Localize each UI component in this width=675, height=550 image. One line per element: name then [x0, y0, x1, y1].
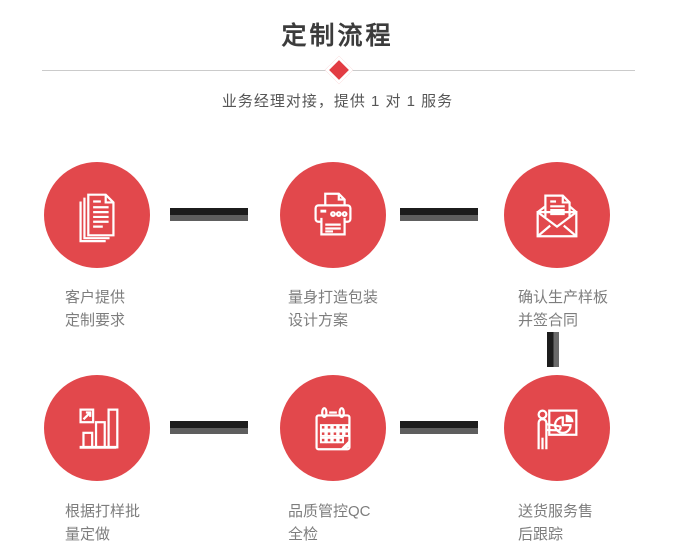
step-label-5-line2: 全检 [288, 526, 319, 543]
paper-stack-icon [79, 193, 115, 243]
step-circle-5 [280, 375, 386, 481]
step-circle-1 [44, 162, 150, 268]
connector-step2-step3 [400, 208, 478, 221]
step-label-3: 确认生产样板 并签合同 [518, 286, 675, 332]
step-circle-4 [44, 375, 150, 481]
page-title: 定制流程 [281, 22, 394, 50]
bar-chart-icon [79, 408, 119, 449]
envelope-letter-icon [536, 194, 578, 238]
step-label-2-line1: 量身打造包装 [288, 289, 379, 306]
step-label-6-line1: 送货服务售 [518, 503, 594, 520]
step-label-6-line2: 后跟踪 [518, 526, 564, 543]
step-label-3-line2: 并签合同 [518, 312, 579, 329]
connector-step4-step5 [170, 421, 248, 434]
page-subtitle: 业务经理对接，提供 1 对 1 服务 [221, 93, 454, 110]
step-label-5: 品质管控QC 全检 [288, 500, 458, 546]
step-circle-2 [280, 162, 386, 268]
step-label-6: 送货服务售 后跟踪 [518, 500, 675, 546]
step-label-1: 客户提供 定制要求 [65, 286, 235, 332]
step-label-5-line1: 品质管控QC [288, 503, 371, 520]
step-circle-6 [504, 375, 610, 481]
connector-step1-step2 [170, 208, 248, 221]
step-label-2: 量身打造包装 设计方案 [288, 286, 458, 332]
step-circle-3 [504, 162, 610, 268]
connector-step3-step6 [547, 332, 559, 367]
printer-icon [314, 192, 352, 236]
calendar-icon [315, 407, 351, 451]
step-label-1-line2: 定制要求 [65, 312, 126, 329]
step-label-3-line1: 确认生产样板 [518, 289, 609, 306]
step-label-4-line1: 根据打样批 [65, 503, 141, 520]
connector-step5-step6 [400, 421, 478, 434]
step-label-4-line2: 量定做 [65, 526, 111, 543]
presentation-board-icon [537, 409, 578, 450]
step-label-2-line2: 设计方案 [288, 312, 349, 329]
diamond-icon [324, 55, 354, 85]
step-label-4: 根据打样批 量定做 [65, 500, 235, 546]
step-label-1-line1: 客户提供 [65, 289, 126, 306]
